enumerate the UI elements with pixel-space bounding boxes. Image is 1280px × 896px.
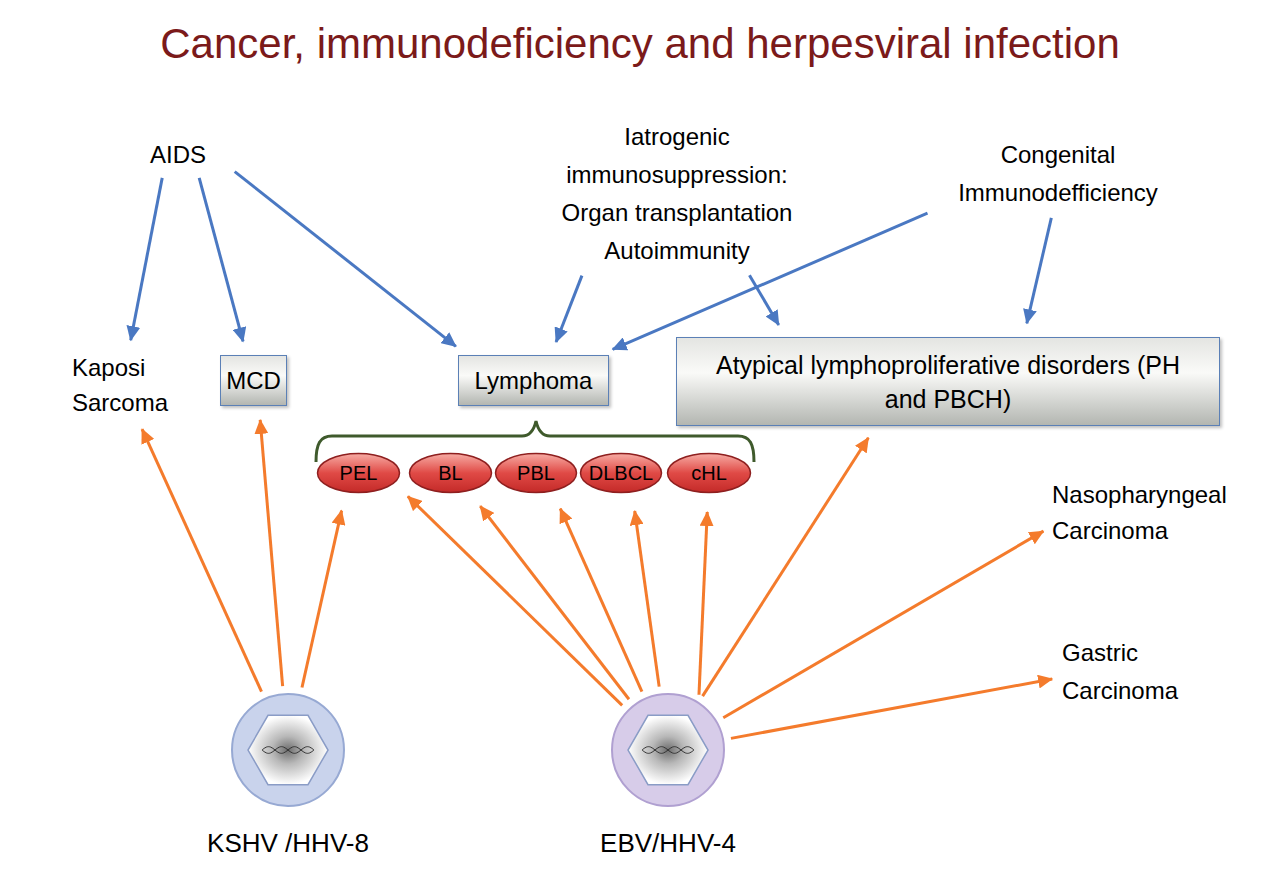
node-text: DLBCL [579, 461, 663, 485]
disease-box: Lymphoma [458, 355, 609, 406]
arrow-connector [408, 496, 622, 705]
virus-illustration [230, 692, 346, 808]
node-text: Nasopharyngeal Carcinoma [1052, 477, 1277, 549]
virus-circle: EBV/HHV-4 [610, 692, 726, 808]
arrow-connector [556, 276, 582, 342]
node-text: MCD [221, 366, 286, 396]
arrow-connector [260, 420, 282, 686]
arrow-connector [235, 172, 456, 347]
arrow-connector [480, 506, 629, 699]
disease-label: Kaposi Sarcoma [72, 350, 197, 420]
diagram-title: Cancer, immunodeficiency and herpesviral… [0, 16, 1280, 72]
lymphoma-subtype-ellipse: PEL [316, 452, 401, 494]
dna-strand [642, 747, 694, 754]
arrow-connector [749, 275, 778, 325]
lymphoma-subtype-ellipse: cHL [666, 452, 752, 494]
node-text: Gastric Carcinoma [1062, 634, 1212, 710]
immune-cause: Congenital Immunodefficiency [933, 136, 1183, 212]
node-text: PBL [494, 461, 578, 485]
disease-label: Nasopharyngeal Carcinoma [1052, 477, 1277, 549]
arrow-connector [142, 429, 261, 692]
virus-envelope [232, 694, 344, 806]
arrow-connector [199, 178, 243, 342]
node-text: Kaposi Sarcoma [72, 350, 197, 420]
virus-label: EBV/HHV-4 [510, 828, 826, 858]
immune-cause: AIDS [150, 138, 230, 172]
arrow-connector [699, 512, 707, 695]
virus-envelope [612, 694, 724, 806]
node-text: Atypical lymphoproliferative disorders (… [697, 348, 1199, 416]
lymphoma-subtype-ellipse: BL [408, 452, 493, 494]
arrow-connector [560, 509, 642, 692]
dna-strand [642, 747, 694, 754]
disease-box: MCD [220, 355, 287, 406]
arrow-connector [1027, 218, 1052, 324]
immune-cause: Iatrogenic immunosuppression: Organ tran… [537, 118, 817, 270]
arrow-connector [731, 679, 1052, 738]
lymphoma-subtype-ellipse: DLBCL [579, 452, 663, 494]
capsid-hexagon [628, 715, 708, 784]
arrow-connector [613, 213, 928, 349]
node-text: Iatrogenic immunosuppression: Organ tran… [537, 118, 817, 270]
node-text: AIDS [150, 138, 230, 172]
virus-label: KSHV /HHV-8 [130, 828, 446, 858]
dna-strand [262, 747, 314, 754]
node-text: PEL [316, 461, 401, 485]
disease-label: Gastric Carcinoma [1062, 634, 1212, 710]
arrow-connector [703, 438, 869, 696]
arrow-connector [131, 178, 163, 340]
node-text: cHL [666, 461, 752, 485]
capsid-hexagon [248, 715, 328, 784]
disease-box: Atypical lymphoproliferative disorders (… [676, 337, 1220, 426]
arrow-connector [302, 511, 342, 688]
virus-circle: KSHV /HHV-8 [230, 692, 346, 808]
node-text: BL [408, 461, 493, 485]
dna-strand [262, 747, 314, 754]
node-text: Congenital Immunodefficiency [933, 136, 1183, 212]
lymphoma-subtype-ellipse: PBL [494, 452, 578, 494]
node-text: Lymphoma [459, 366, 608, 396]
arrow-connector [723, 531, 1043, 718]
virus-illustration [610, 692, 726, 808]
arrow-connector [635, 511, 659, 687]
